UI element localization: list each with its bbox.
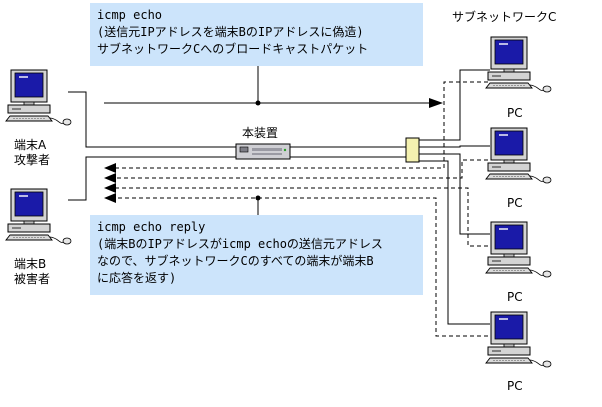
- reply-note-line1: icmp echo reply: [97, 220, 206, 234]
- echo-note-line2: (送信元IPアドレスを端末BのIPアドレスに偽造): [97, 25, 364, 39]
- pc4-label: PC: [507, 379, 523, 393]
- pc3-label: PC: [507, 290, 523, 304]
- pc1-label: PC: [507, 106, 523, 120]
- terminal-b-computer-icon: [5, 188, 72, 245]
- reply-note-line2: (端末BのIPアドレスがicmp echoの送信元アドレス: [97, 237, 383, 251]
- pc2-computer-icon: [485, 127, 552, 184]
- pc2-label: PC: [507, 196, 523, 210]
- subnet-links: [419, 69, 490, 325]
- reply-note-line3: なので、サブネットワークCのすべての端末が端末B: [97, 254, 374, 268]
- router-device: [235, 143, 291, 160]
- attack-connection: [68, 66, 443, 201]
- pc4-computer-icon: [485, 311, 552, 368]
- reply-arrowheads: [104, 163, 116, 203]
- terminal-b-name: 端末B: [14, 257, 47, 271]
- terminal-a-role: 攻撃者: [14, 153, 51, 167]
- reply-note-pointer: [255, 195, 261, 215]
- terminal-b-role: 被害者: [14, 272, 51, 286]
- echo-note-line1: icmp echo: [97, 8, 163, 22]
- device-label: 本装置: [242, 126, 279, 140]
- terminal-a-computer-icon: [5, 69, 72, 126]
- reply-connection: [106, 81, 488, 337]
- reply-note-line4: に応答を返す): [97, 271, 177, 285]
- icmp-echo-note: icmp echo (送信元IPアドレスを端末BのIPアドレスに偽造) サブネットワ…: [90, 3, 423, 66]
- pc3-computer-icon: [485, 221, 552, 278]
- subnet-title: サブネットワークC: [452, 10, 557, 24]
- terminal-a-name: 端末A: [14, 138, 47, 152]
- echo-note-line3: サブネットワークCへのブロードキャストパケット: [97, 42, 369, 56]
- icmp-reply-note: icmp echo reply (端末BのIPアドレスがicmp echoの送信元…: [90, 215, 423, 295]
- switch-hub: [405, 137, 420, 163]
- pc1-computer-icon: [485, 36, 552, 93]
